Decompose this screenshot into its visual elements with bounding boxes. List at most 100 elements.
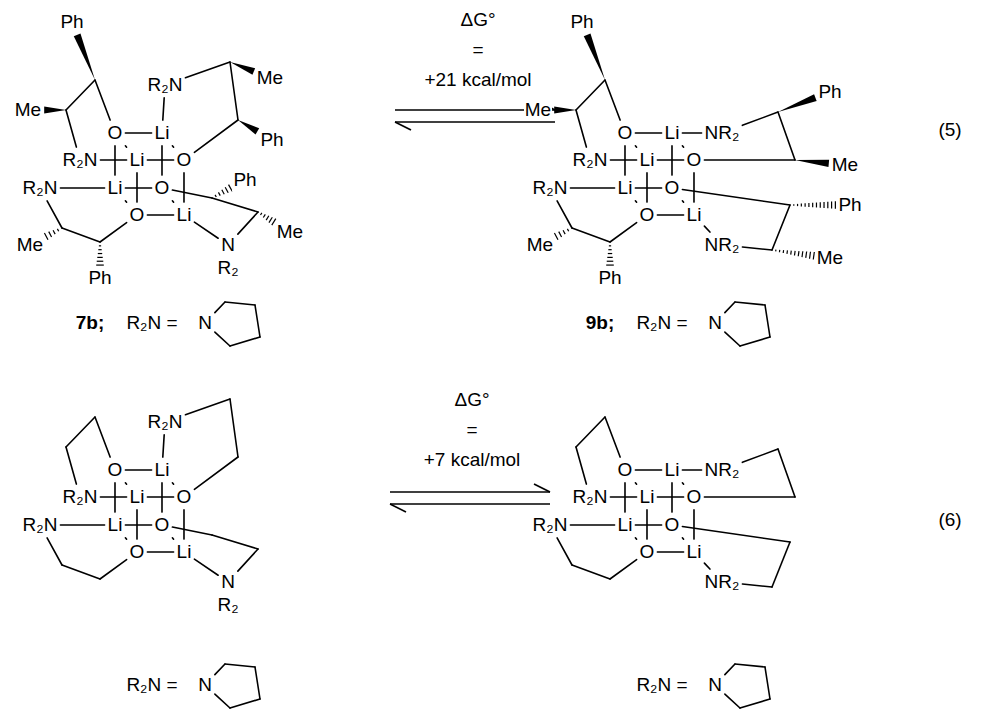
hash-bond	[53, 230, 55, 234]
bond-line	[125, 538, 126, 539]
hash-bond	[609, 245, 611, 246]
hash-bond	[783, 250, 785, 253]
atom-label: R₂N	[147, 411, 184, 433]
atom-label: Li	[617, 514, 634, 536]
definition-label: R₂N =	[635, 312, 688, 334]
atom-label: Li	[107, 177, 124, 199]
bond-line	[682, 526, 790, 542]
bond-line	[610, 159, 636, 161]
atom-label: Me	[16, 234, 44, 256]
hash-bond	[831, 201, 832, 208]
bond-line	[147, 551, 173, 553]
bond-line	[635, 201, 636, 202]
bond-line	[185, 399, 230, 415]
atom-label: Me	[256, 67, 284, 89]
bond-line	[172, 146, 173, 147]
atom-label: N	[707, 312, 723, 334]
atom-label: R₂N	[62, 486, 99, 508]
atom-label: O	[129, 541, 146, 563]
hash-bond	[835, 201, 836, 209]
energy-label: =	[471, 39, 484, 61]
bond-line	[682, 469, 701, 471]
bond-line	[605, 80, 620, 120]
bond-line	[576, 417, 605, 447]
bond-line	[693, 510, 695, 539]
atom-label: R₂N	[22, 177, 59, 199]
bond-line	[576, 447, 586, 484]
bond-line	[635, 524, 661, 526]
atom-label: O	[639, 541, 656, 563]
bond-line	[100, 496, 126, 498]
bond-line	[66, 80, 95, 110]
bond-line	[66, 110, 76, 147]
energy-label: +7 kcal/mol	[423, 449, 522, 471]
hash-bond	[816, 203, 817, 208]
ring-bond	[735, 664, 765, 667]
bond-line	[693, 173, 695, 202]
hash-bond	[215, 195, 216, 197]
bond-line	[610, 560, 637, 579]
hash-bond	[823, 202, 824, 208]
atom-label: Li	[639, 486, 656, 508]
bond-line	[125, 187, 151, 189]
hash-bond	[57, 229, 58, 231]
hash-bond	[805, 203, 806, 206]
ring-bond	[735, 302, 765, 305]
atom-label: O	[176, 486, 193, 508]
bond-line	[778, 112, 795, 160]
wedge-bond	[795, 160, 829, 167]
hash-bond	[827, 202, 828, 209]
atom-label: NR₂	[704, 122, 741, 144]
atom-label: O	[154, 514, 171, 536]
bond-line	[682, 201, 683, 202]
bond-line	[570, 187, 614, 189]
atom-label: Ph	[259, 129, 284, 151]
bond-line	[194, 559, 218, 575]
hash-bond	[97, 257, 102, 258]
bond-line	[125, 524, 151, 526]
atom-label: Li	[154, 459, 171, 481]
hash-bond	[809, 252, 811, 259]
atom-label: N	[197, 674, 213, 696]
ring-bond	[725, 332, 740, 346]
atom-label: Me	[526, 234, 554, 256]
bond-line	[100, 223, 127, 242]
hash-bond	[808, 203, 809, 207]
atom-label: O	[129, 204, 146, 226]
atom-label: Ph	[87, 267, 112, 289]
hash-bond	[554, 233, 558, 240]
bond-line	[682, 189, 790, 205]
arrow-head	[534, 484, 550, 492]
atom-label: O	[664, 514, 681, 536]
atom-label: Li	[129, 149, 146, 171]
atom-label: R₂N	[22, 514, 59, 536]
atom-label: Ph	[232, 169, 257, 191]
bond-line	[172, 190, 212, 198]
wedge-bond	[554, 106, 576, 113]
bond-line	[62, 565, 100, 579]
energy-label: =	[465, 419, 478, 441]
bond-line	[125, 132, 151, 134]
bond-line	[572, 565, 610, 579]
bond-line	[100, 560, 127, 579]
atom-label: Li	[664, 122, 681, 144]
hash-bond	[606, 264, 614, 265]
bond-line	[212, 535, 258, 549]
atom-label: N	[220, 571, 236, 593]
atom-label: Ph	[597, 267, 622, 289]
bond-line	[742, 112, 778, 125]
bond-line	[657, 159, 683, 161]
hash-bond	[96, 264, 104, 265]
bond-line	[635, 132, 661, 134]
atom-label: Li	[664, 459, 681, 481]
bond-line	[172, 483, 173, 484]
bond-line	[62, 228, 100, 242]
bond-line	[772, 205, 790, 250]
hash-bond	[786, 250, 788, 253]
bond-line	[194, 457, 238, 489]
bond-line	[704, 226, 710, 232]
bond-line	[194, 120, 238, 152]
ring-bond	[255, 305, 260, 337]
atom-label: O	[686, 486, 703, 508]
bond-line	[147, 214, 173, 216]
